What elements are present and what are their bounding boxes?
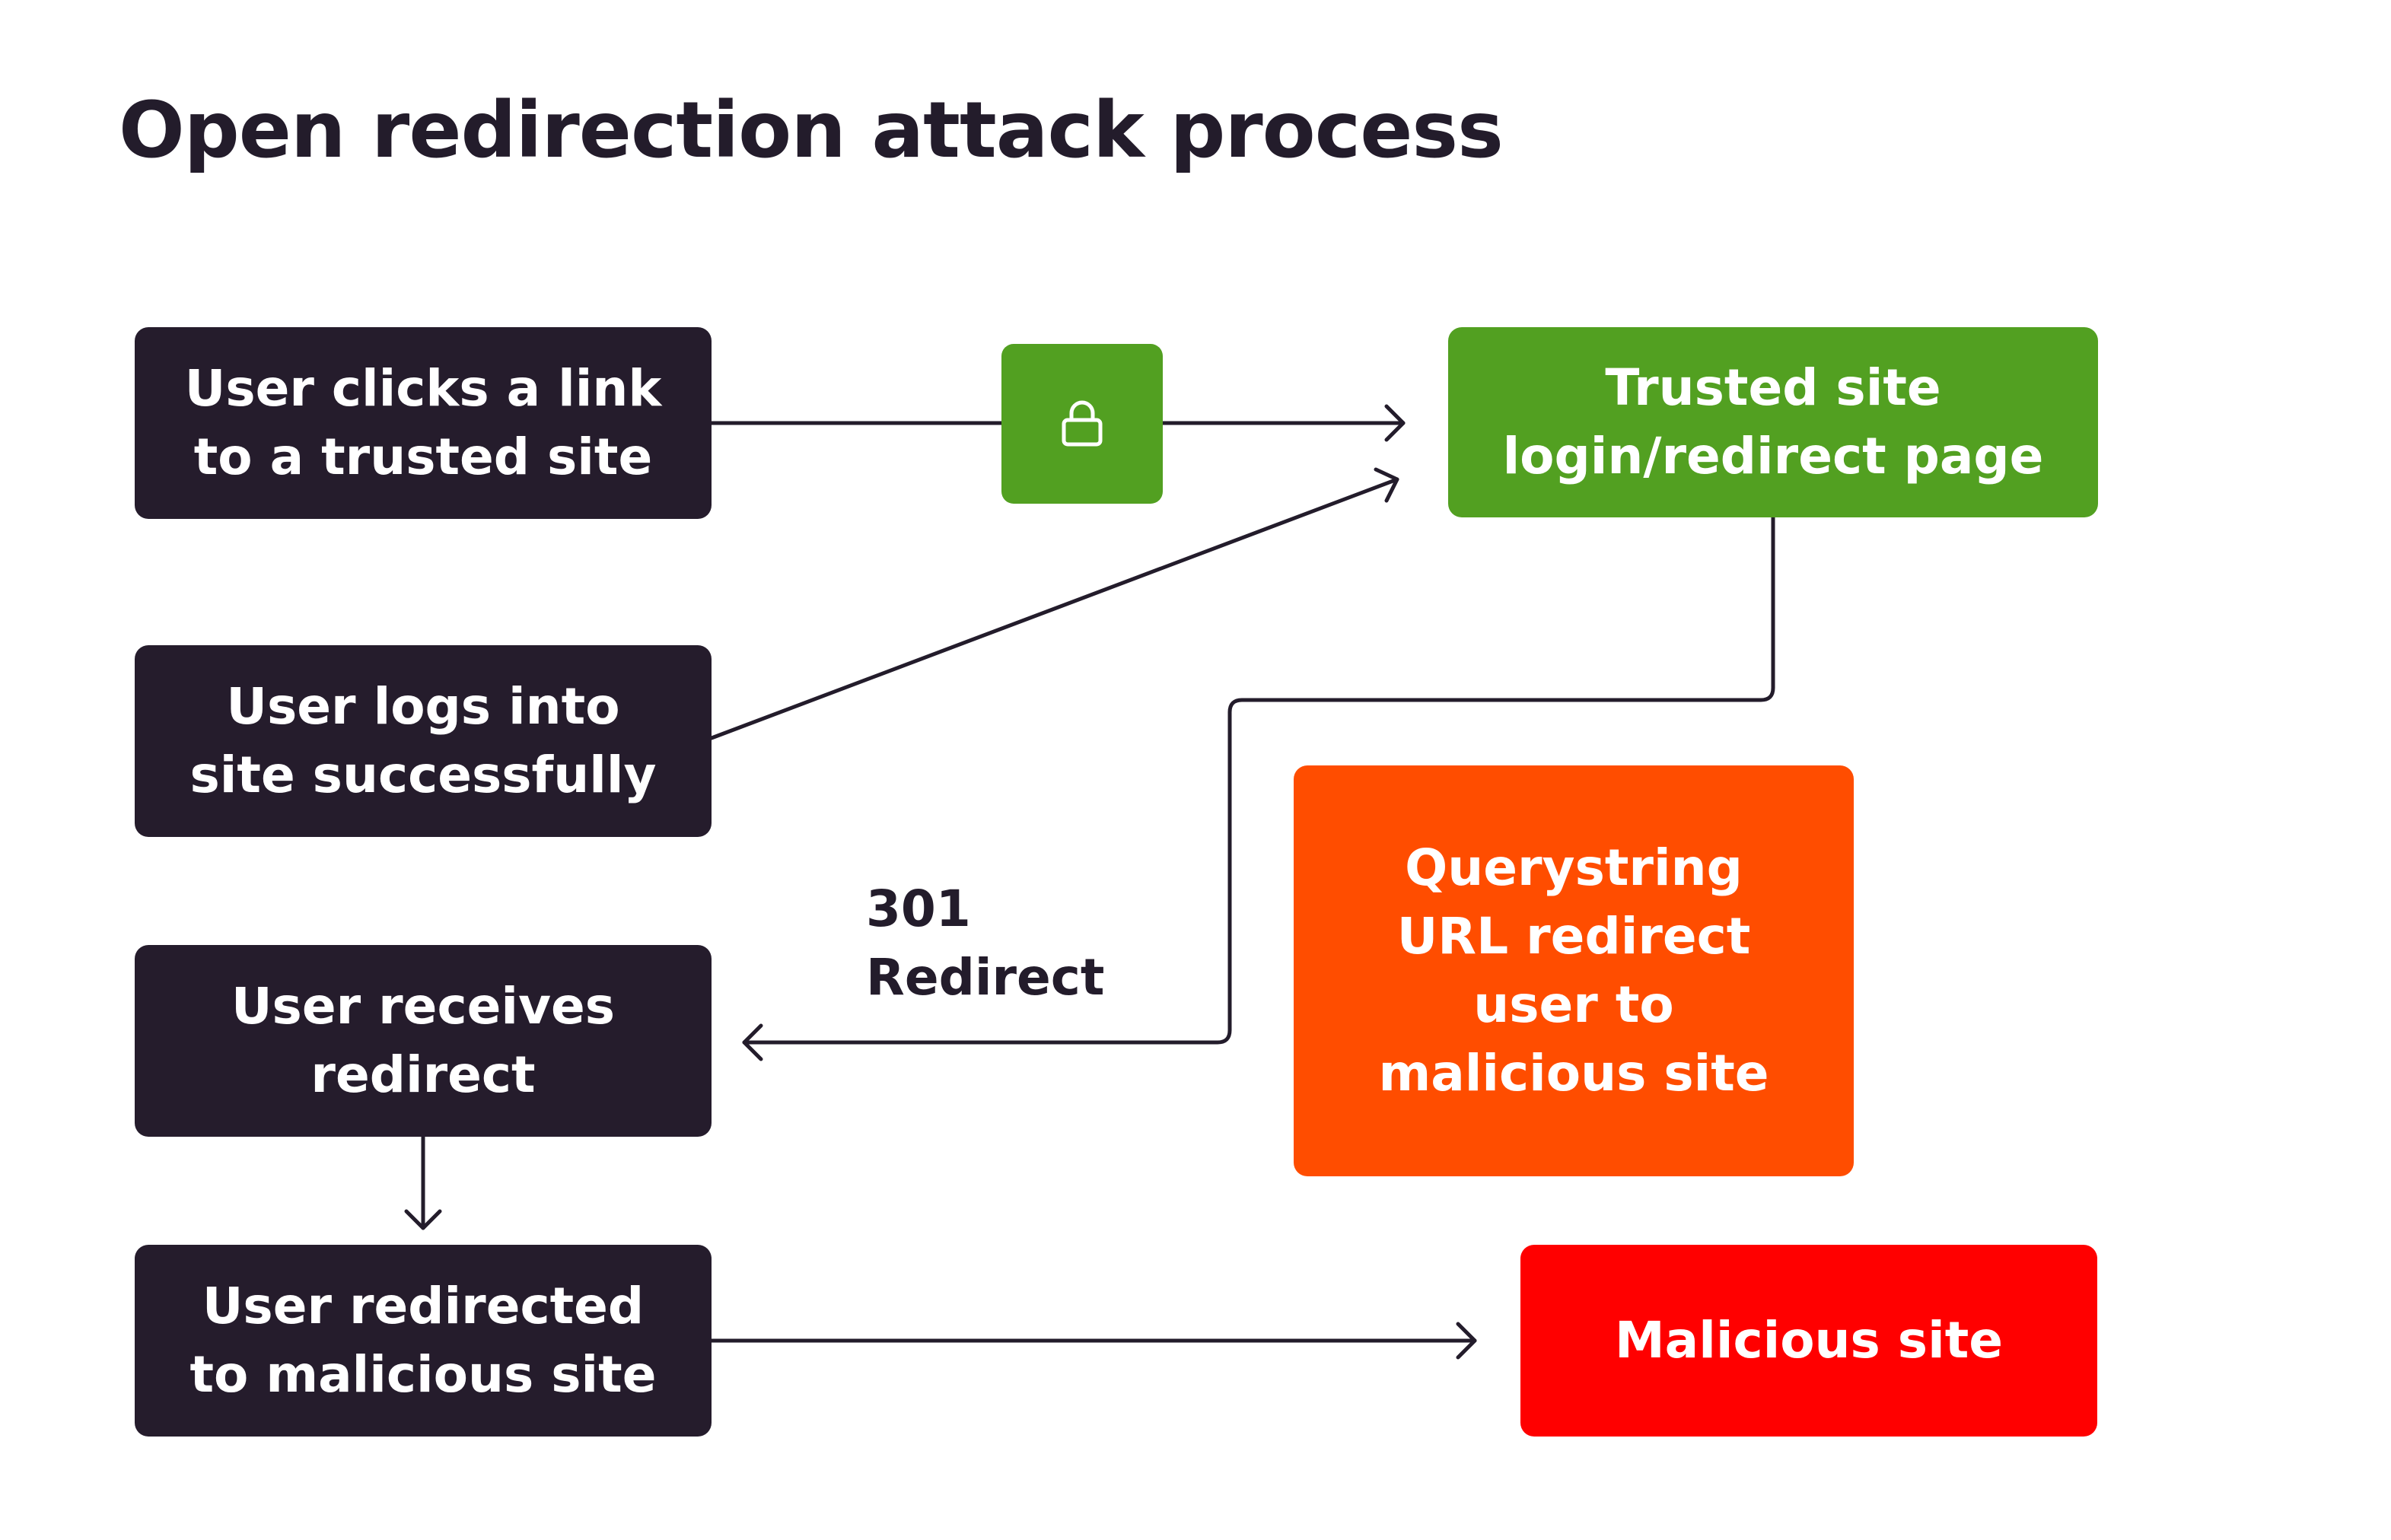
connector-logs-to-trusted bbox=[709, 477, 1399, 740]
arrowhead-receives bbox=[742, 1023, 763, 1061]
arrowhead-trusted-diagonal bbox=[1374, 467, 1399, 503]
node-querystring-redirect-label: Querystring URL redirect user to malicio… bbox=[1378, 838, 1769, 1102]
node-user-clicks-link: User clicks a link to a trusted site bbox=[135, 327, 712, 519]
node-trusted-site-label: Trusted site login/redirect page bbox=[1502, 358, 2044, 485]
connector-trusted-to-receives bbox=[742, 515, 1775, 1045]
node-user-clicks-link-label: User clicks a link to a trusted site bbox=[184, 359, 662, 486]
arrowhead-redirected bbox=[404, 1209, 442, 1230]
node-user-redirected-label: User redirected to malicious site bbox=[189, 1277, 657, 1404]
node-user-logs-in: User logs into site successfully bbox=[135, 645, 712, 837]
node-user-receives-redirect: User receives redirect bbox=[135, 945, 712, 1137]
redirect-301-label: 301 Redirect bbox=[866, 880, 1105, 1007]
node-trusted-site: Trusted site login/redirect page bbox=[1448, 327, 2098, 517]
node-malicious-site: Malicious site bbox=[1520, 1245, 2097, 1437]
node-user-redirected: User redirected to malicious site bbox=[135, 1245, 712, 1437]
node-malicious-site-label: Malicious site bbox=[1614, 1311, 2004, 1370]
node-user-logs-in-label: User logs into site successfully bbox=[189, 677, 657, 804]
diagram-title: Open redirection attack process bbox=[119, 85, 1504, 176]
arrowhead-trusted-top bbox=[1384, 404, 1406, 442]
node-user-receives-redirect-label: User receives redirect bbox=[231, 977, 616, 1104]
node-querystring-redirect: Querystring URL redirect user to malicio… bbox=[1294, 765, 1854, 1176]
arrowhead-malicious bbox=[1456, 1322, 1477, 1360]
lock-icon bbox=[1062, 400, 1103, 447]
lock-badge bbox=[1001, 344, 1163, 504]
